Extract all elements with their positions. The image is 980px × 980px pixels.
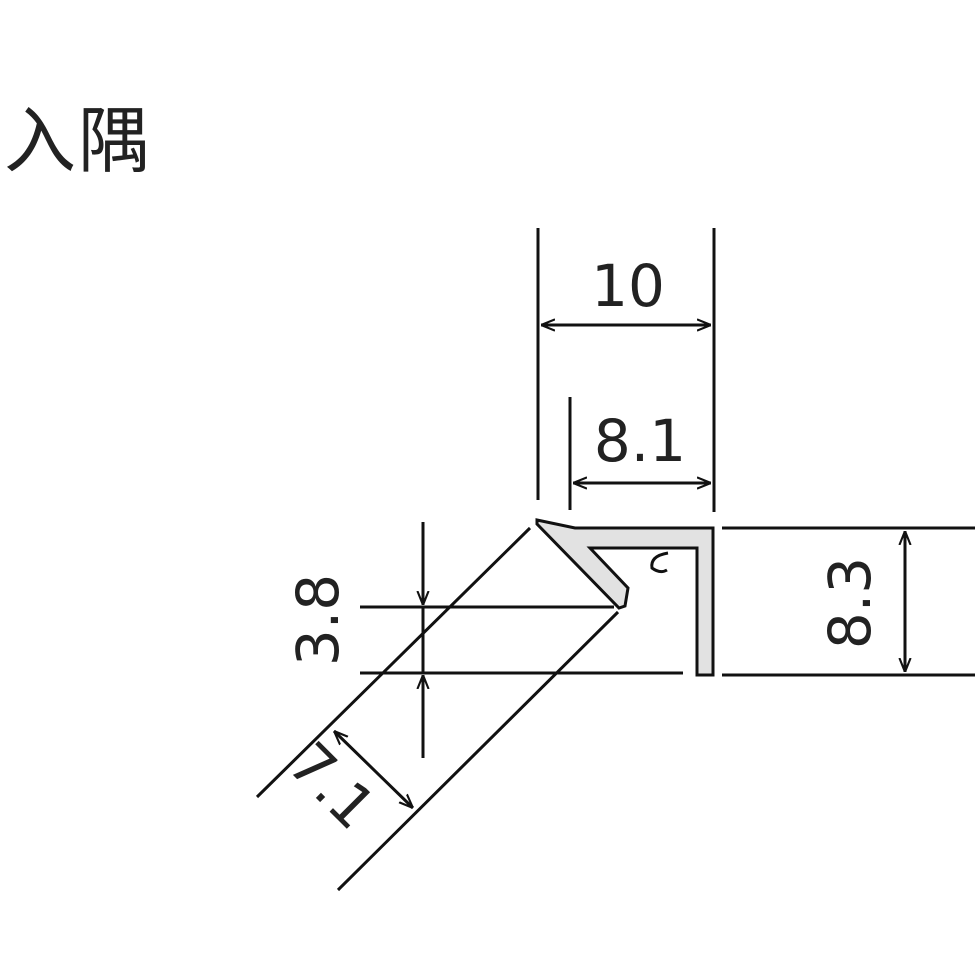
wall-line [255, 526, 532, 799]
profile-hook [650, 551, 669, 574]
wall-line [336, 610, 620, 892]
dimension-label-3-8: 3.8 [284, 574, 352, 666]
trim-profile [535, 518, 715, 677]
dimension-label-8-1: 8.1 [594, 407, 686, 475]
dimension-label-7-1: 7.1 [275, 729, 388, 842]
dimension-line-7-1 [334, 731, 413, 808]
dimension-label-10: 10 [591, 252, 665, 320]
dimension-label-8-3: 8.3 [816, 557, 884, 649]
drawing-title: 入隅 [4, 99, 153, 183]
